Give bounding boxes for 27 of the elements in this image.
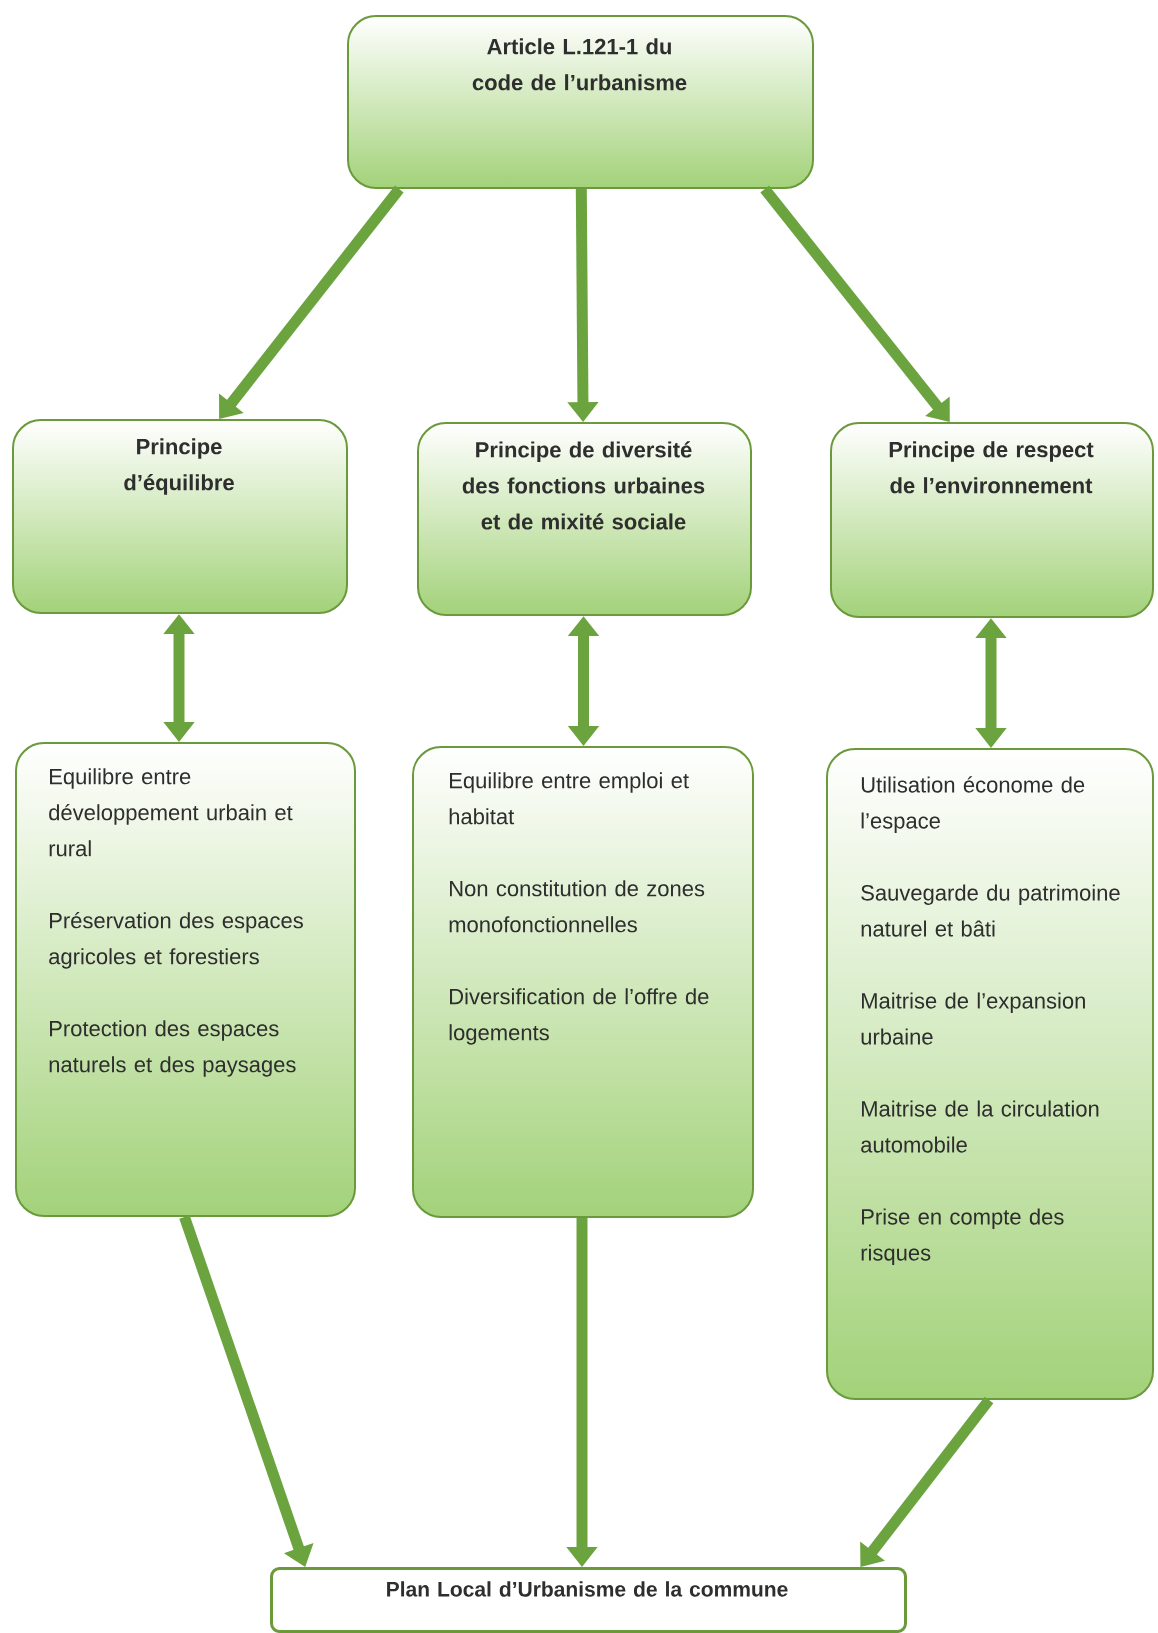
result-box — [270, 1567, 907, 1633]
heading-text: Principe d’équilibre — [124, 438, 234, 495]
list-item: Prise en compte des risques — [861, 1208, 1064, 1265]
list-item: Maitrise de l’expansion urbaine — [861, 992, 1085, 1045]
heading-text: Article L.121-1 du code de l’urbanisme — [472, 38, 687, 91]
list-item: Protection des espaces naturels et des paysages — [49, 1020, 296, 1077]
list-box — [15, 742, 356, 1217]
heading-text: Plan Local d’Urbanisme de la commune — [387, 1581, 788, 1597]
article-box — [347, 15, 814, 189]
list-box — [412, 746, 754, 1218]
block-arrow — [860, 1396, 994, 1567]
list-item: Préservation des espaces agricoles et forestiers — [49, 911, 303, 969]
list-item: Maitrise de la circulation automobile — [861, 1100, 1099, 1153]
principle-box — [830, 422, 1154, 618]
list-item: Equilibre entre développement urbain et rural — [49, 768, 293, 857]
list-box — [826, 748, 1154, 1400]
principle-box — [417, 422, 752, 616]
list-item: Sauvegarde du patrimoine naturel et bâti — [861, 884, 1120, 937]
heading-text: Principe de respect de l’environnement — [889, 441, 1094, 494]
heading-text: Principe de diversité des fonctions urbaines et de mixité sociale — [462, 441, 705, 530]
list-item: Equilibre entre emploi et habitat — [449, 772, 689, 825]
list-item: Non constitution de zones monofonctionnelles — [449, 880, 705, 933]
block-arrow — [760, 185, 950, 422]
block-arrow — [219, 185, 404, 419]
principle-box — [12, 419, 348, 614]
list-item: Utilisation économe de l’espace — [861, 776, 1085, 833]
list-item: Diversification de l’offre de logements — [449, 988, 709, 1045]
